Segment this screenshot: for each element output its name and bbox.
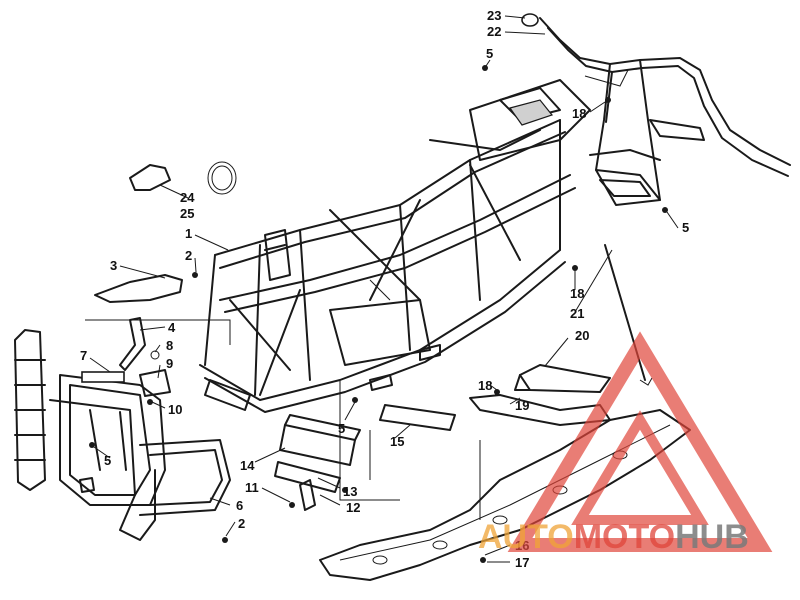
leader-lines <box>89 15 679 563</box>
bolt-8-icon <box>150 350 160 360</box>
callout-18-low: 18 <box>478 378 492 393</box>
clamp-parts <box>129 161 237 195</box>
callout-20: 20 <box>575 328 589 343</box>
callout-10: 10 <box>168 402 182 417</box>
watermark-triangle-outer <box>507 331 773 552</box>
clip-9 <box>139 369 171 397</box>
callout-5-top: 5 <box>486 46 493 61</box>
bumper-label-plate <box>81 371 125 383</box>
callout-18-mid: 18 <box>570 286 584 301</box>
support-4 <box>119 317 146 371</box>
callout-7: 7 <box>80 348 87 363</box>
callout-14: 14 <box>240 458 255 473</box>
callout-6: 6 <box>236 498 243 513</box>
bracket-12 <box>274 461 341 493</box>
rear-rack <box>521 13 791 206</box>
callout-4: 4 <box>168 320 176 335</box>
main-frame <box>199 79 591 413</box>
skid-plate-16 <box>319 409 691 581</box>
callout-labels: 23 22 5 18 5 24 25 1 2 3 18 21 20 4 8 9 … <box>80 8 689 570</box>
callout-11: 11 <box>245 480 259 495</box>
callout-12: 12 <box>346 500 360 515</box>
band-clamp-icon <box>207 161 237 195</box>
callout-8: 8 <box>166 338 173 353</box>
front-bumper <box>14 329 231 541</box>
callout-18-top: 18 <box>572 106 586 121</box>
callout-24: 24 <box>180 190 195 205</box>
callout-15: 15 <box>390 434 404 449</box>
callout-9: 9 <box>166 356 173 371</box>
rack-plug-icon <box>521 13 539 27</box>
callout-2-lower: 2 <box>238 516 245 531</box>
skid-bar-15 <box>379 404 456 431</box>
callout-25: 25 <box>180 206 194 221</box>
wire-clamp-icon <box>129 164 171 191</box>
callout-5-center: 5 <box>338 421 345 436</box>
callout-1: 1 <box>185 226 192 241</box>
automotohub-watermark: AUTOMOTOHUB <box>478 331 773 556</box>
callout-5-bumper: 5 <box>104 453 111 468</box>
callout-19: 19 <box>515 398 529 413</box>
bracket-20 <box>519 364 611 393</box>
bracket-3 <box>94 274 183 303</box>
callout-22: 22 <box>487 24 501 39</box>
callout-21: 21 <box>570 306 584 321</box>
callout-3: 3 <box>110 258 117 273</box>
callout-5-right: 5 <box>682 220 689 235</box>
crossbar-14 <box>279 424 356 466</box>
callout-17: 17 <box>515 555 529 570</box>
callout-23: 23 <box>487 8 501 23</box>
watermark-triangle-inner <box>571 410 709 525</box>
callout-13: 13 <box>343 484 357 499</box>
fasteners <box>89 65 668 563</box>
watermark-auto: AUTOMOTOHUB <box>478 518 749 556</box>
callout-2-upper: 2 <box>185 248 192 263</box>
